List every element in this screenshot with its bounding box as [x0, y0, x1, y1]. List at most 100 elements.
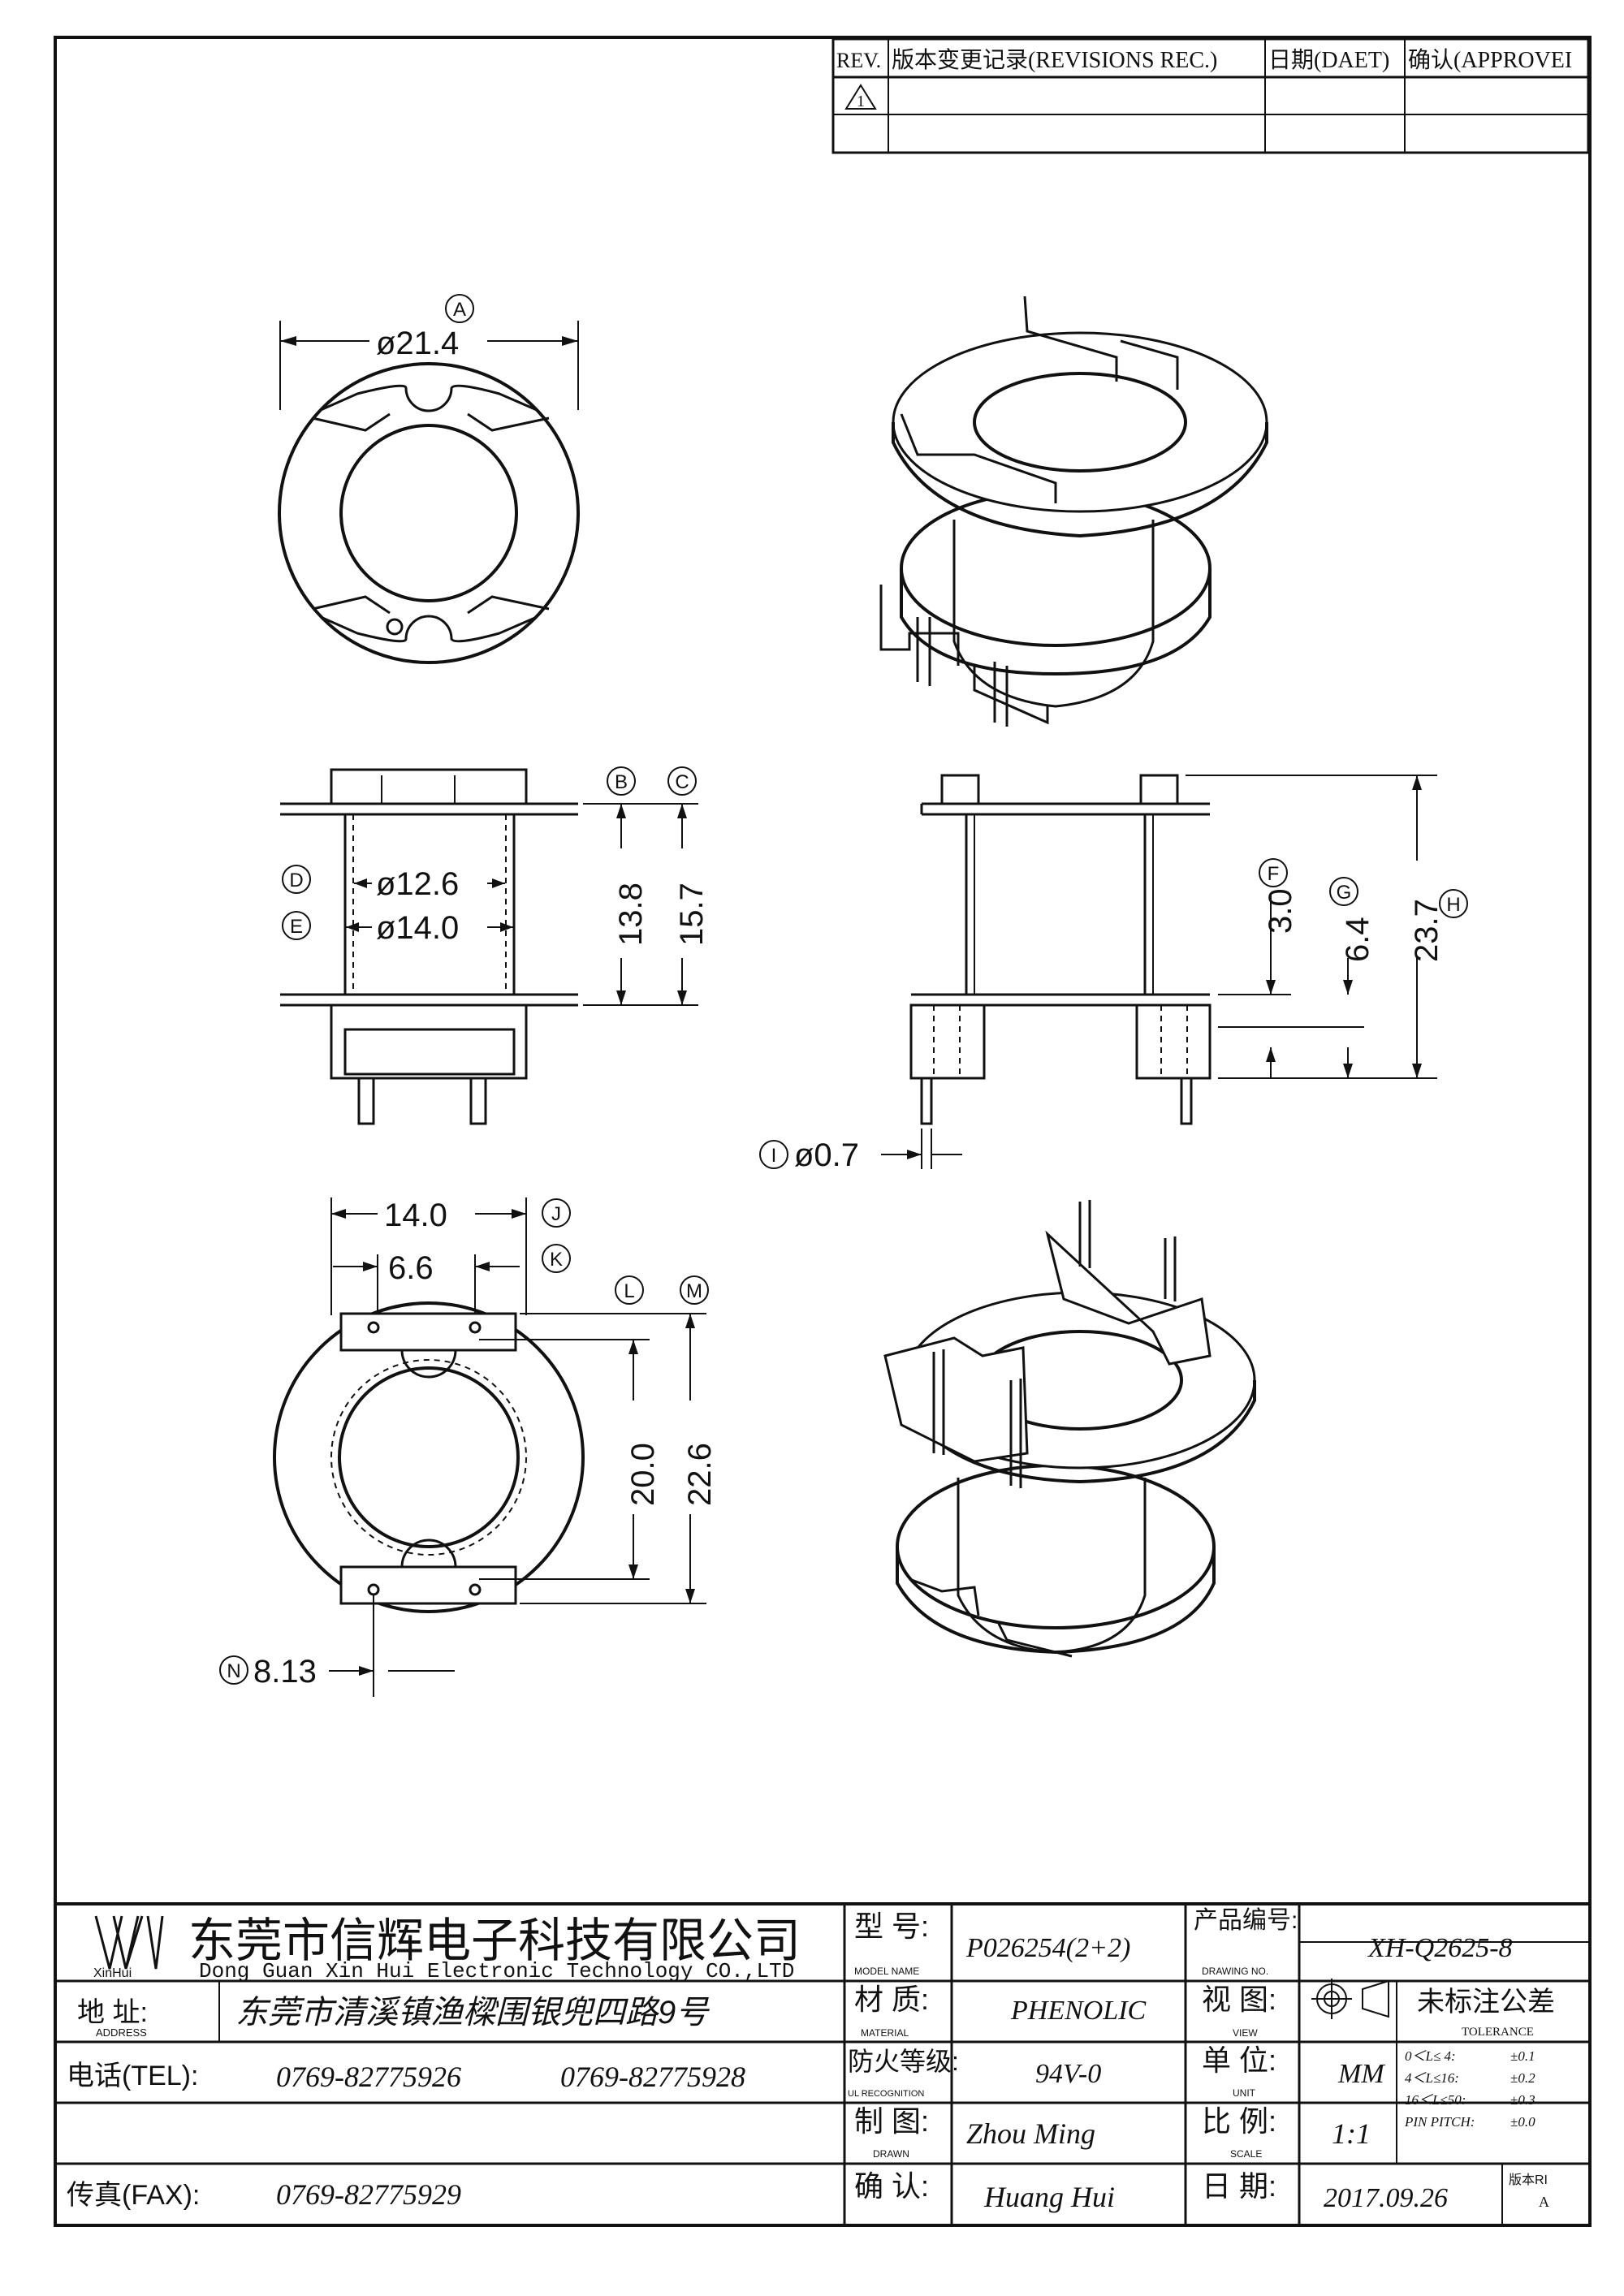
tolerance-label: 未标注公差 — [1417, 1987, 1555, 2018]
drawing-no-label-en: DRAWING NO. — [1202, 1966, 1268, 1977]
tolerance-range-1: 0＜L≤ 4: — [1405, 2048, 1456, 2064]
dim-F-letter: F — [1268, 863, 1280, 885]
dim-C-balloon — [667, 766, 697, 796]
dim-I-balloon — [759, 1140, 788, 1169]
dim-E-balloon — [282, 911, 311, 940]
model-label-en: MODEL NAME — [854, 1966, 919, 1977]
logo-text: XinHui — [93, 1966, 132, 1980]
dim-B-value: 13.8 — [613, 883, 649, 946]
dim-E-letter: E — [290, 916, 303, 938]
drawn-by: Zhou Ming — [966, 2117, 1095, 2150]
view-label: 视 图: — [1202, 1983, 1276, 2016]
dim-F-balloon — [1259, 858, 1288, 887]
tolerance-range-3: 16＜L≤50: — [1405, 2092, 1466, 2108]
dim-H-balloon — [1439, 889, 1468, 918]
revision-table: REV. 版本变更记录(REVISIONS REC.) 日期(DAET) 确认(… — [831, 37, 1590, 154]
iso-view-top — [879, 296, 1268, 727]
projection-symbol-icon — [1311, 1979, 1389, 2019]
rev-header-rev: REV. — [836, 49, 881, 72]
date-label: 日 期: — [1202, 2169, 1276, 2203]
scale-label-en: SCALE — [1230, 2148, 1262, 2160]
unit: MM — [1337, 2059, 1385, 2089]
model-label: 型 号: — [854, 1910, 929, 1943]
drawn-label: 制 图: — [854, 2104, 929, 2138]
dim-N-balloon — [219, 1655, 248, 1685]
dim-L-balloon — [615, 1275, 644, 1305]
side-view: 3.0 F 6.4 G 23.7 H I ø0.7 — [759, 774, 1468, 1173]
dim-N-value: 8.13 — [253, 1654, 317, 1690]
dim-D-letter: D — [289, 870, 303, 891]
dim-N-letter: N — [227, 1660, 240, 1682]
dim-M-value: 22.6 — [682, 1443, 718, 1506]
dim-H-letter: H — [1446, 894, 1460, 916]
front-view: D E ø12.6 ø14.0 13.8 15.7 B C — [280, 766, 710, 1125]
dim-K-letter: K — [550, 1249, 563, 1271]
date: 2017.09.26 — [1324, 2183, 1448, 2213]
unit-label: 单 位: — [1202, 2044, 1276, 2077]
tel-1: 0769-82775926 — [276, 2061, 461, 2093]
material-label: 材 质: — [854, 1983, 929, 2016]
top-view: A ø21.4 — [278, 294, 580, 664]
dim-J-balloon — [542, 1198, 571, 1228]
tel-2: 0769-82775928 — [560, 2061, 745, 2093]
ul-label: 防火等级: — [848, 2047, 959, 2076]
dim-L-value: 20.0 — [625, 1443, 661, 1506]
dim-K-balloon — [542, 1244, 571, 1273]
bottom-view: 14.0 J 6.6 K 20.0 — [219, 1198, 718, 1697]
title-block: XinHui 东莞市信辉电子科技有限公司 Dong Guan Xin Hui E… — [54, 1902, 1592, 2227]
fax-label: 传真(FAX): — [67, 2180, 200, 2211]
address-label: 地 址: — [77, 1997, 148, 2028]
address-label-en: ADDRESS — [96, 2026, 147, 2039]
fax: 0769-82775929 — [276, 2178, 461, 2211]
scale-label: 比 例: — [1202, 2104, 1276, 2138]
dim-I-letter: I — [771, 1145, 777, 1167]
dim-A-balloon — [445, 294, 474, 323]
model: P026254(2+2) — [965, 1933, 1130, 1963]
dim-G-value: 6.4 — [1340, 917, 1376, 962]
dim-D-balloon — [282, 865, 311, 894]
address: 东莞市清溪镇渔樑围银兜四路9号 — [235, 1995, 710, 2031]
dim-M-balloon — [680, 1275, 709, 1305]
dim-C-letter: C — [675, 771, 689, 793]
tolerance-value-4: ±0.0 — [1510, 2114, 1535, 2130]
dim-C-value: 15.7 — [674, 883, 710, 946]
confirmed-by: Huang Hui — [983, 2181, 1115, 2213]
dim-M-letter: M — [686, 1280, 702, 1302]
rev-header-approve: 确认(APPROVEI — [1408, 47, 1572, 73]
company-logo: XinHui — [93, 1915, 164, 1980]
tolerance-range-4: PIN PITCH: — [1404, 2114, 1475, 2130]
scale: 1:1 — [1332, 2117, 1371, 2150]
tolerance-value-1: ±0.1 — [1510, 2048, 1535, 2064]
drawing-no-label: 产品编号: — [1194, 1907, 1298, 1934]
dim-F-value: 3.0 — [1263, 888, 1298, 934]
dim-L-letter: L — [624, 1280, 634, 1302]
dim-B-letter: B — [615, 771, 628, 793]
iso-view-bottom — [883, 1200, 1256, 1658]
dim-H-value: 23.7 — [1409, 899, 1445, 962]
rev-header-date: 日期(DAET) — [1268, 48, 1389, 73]
material-label-en: MATERIAL — [861, 2027, 909, 2039]
ul-label-en: UL RECOGNITION — [848, 2089, 924, 2099]
company-name-en: Dong Guan Xin Hui Electronic Technology … — [199, 1959, 794, 1983]
dim-A-value: ø21.4 — [376, 326, 459, 361]
drawn-label-en: DRAWN — [873, 2148, 909, 2160]
version: A — [1539, 2194, 1549, 2210]
material: PHENOLIC — [1010, 1996, 1147, 2026]
version-label: 版本RI — [1509, 2173, 1548, 2187]
tolerance-label-en: TOLERANCE — [1462, 2026, 1534, 2039]
dim-G-balloon — [1329, 877, 1358, 906]
dim-I-value: ø0.7 — [794, 1137, 859, 1173]
rev-header-record: 版本变更记录(REVISIONS REC.) — [892, 47, 1217, 73]
tel-label: 电话(TEL): — [67, 2061, 198, 2091]
dim-E-value: ø14.0 — [376, 910, 459, 946]
tolerance-range-2: 4＜L≤16: — [1405, 2070, 1459, 2086]
company-name-cn: 东莞市信辉电子科技有限公司 — [188, 1914, 801, 1967]
dim-G-letter: G — [1337, 882, 1352, 904]
view-label-en: VIEW — [1233, 2027, 1258, 2039]
drawing-no: XH-Q2625-8 — [1367, 1933, 1513, 1963]
tolerance-value-2: ±0.2 — [1510, 2070, 1535, 2086]
sheet-border — [54, 36, 1592, 2227]
dim-K-value: 6.6 — [388, 1250, 434, 1286]
dim-B-balloon — [607, 766, 636, 796]
